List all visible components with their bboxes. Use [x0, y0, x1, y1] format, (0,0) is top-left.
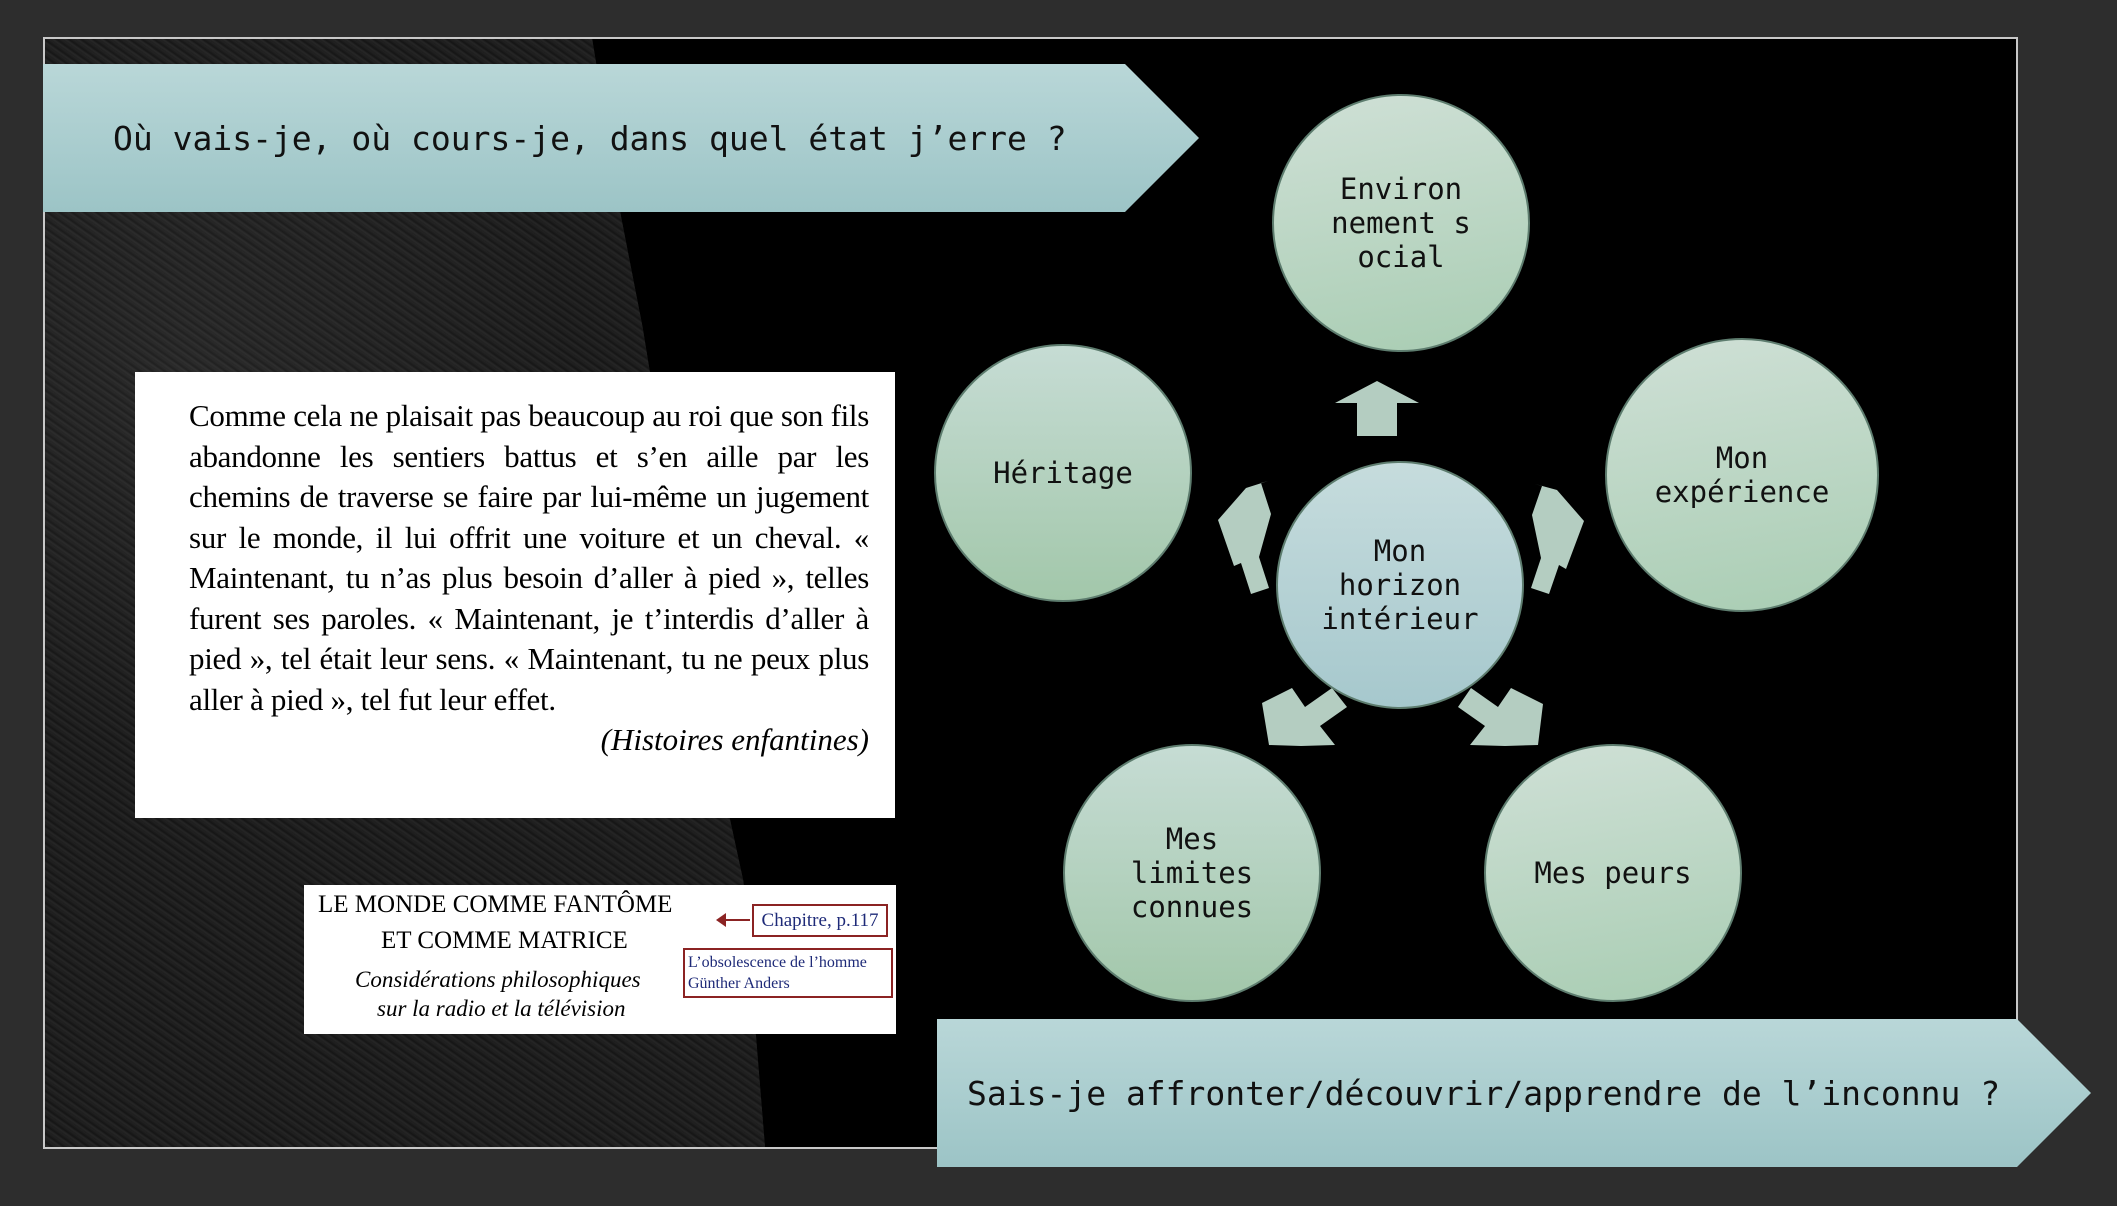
node-fears-label: Mes peurs [1534, 856, 1692, 890]
arrow-right-icon [1531, 484, 1584, 594]
book-source-author: Günther Anders [688, 975, 790, 992]
question-top-text: Où vais-je, où cours-je, dans quel état … [113, 118, 1067, 158]
node-social-environment-label: Environ nement social [1331, 172, 1471, 274]
node-inner-horizon-label: Mon horizon intérieur [1321, 534, 1479, 636]
question-banner-bottom: Sais-je affronter/découvrir/apprendre de… [937, 1019, 2091, 1167]
book-source-title: L’obsolescence de l’homme [688, 954, 867, 971]
arrow-up-icon [1335, 381, 1419, 436]
quote-box: Comme cela ne plaisait pas beaucoup au r… [135, 372, 895, 818]
book-title-line-2: ET COMME MATRICE [381, 927, 628, 954]
chapter-arrow-icon [716, 913, 750, 927]
node-experience: Mon expérience [1605, 338, 1879, 612]
quote-source: (Histoires enfantines) [600, 722, 869, 757]
node-known-limits: Mes limites connues [1063, 744, 1321, 1002]
book-subtitle-line-1: Considérations philosophiques [355, 967, 641, 992]
book-source: L’obsolescence de l’homme Günther Anders [683, 948, 893, 998]
slide: Où vais-je, où cours-je, dans quel état … [43, 37, 2091, 1167]
quote-text: Comme cela ne plaisait pas beaucoup au r… [189, 398, 869, 717]
node-social-environment: Environ nement social [1272, 94, 1530, 352]
node-experience-label: Mon expérience [1654, 441, 1830, 509]
node-inner-horizon: Mon horizon intérieur [1276, 461, 1524, 709]
chapter-label: Chapitre, p.117 [752, 904, 888, 937]
question-banner-top: Où vais-je, où cours-je, dans quel état … [43, 64, 1199, 212]
book-subtitle-line-2: sur la radio et la télévision [377, 996, 626, 1021]
node-fears: Mes peurs [1484, 744, 1742, 1002]
node-heritage-label: Héritage [993, 456, 1133, 490]
book-reference: LE MONDE COMME FANTÔME ET COMME MATRICE … [304, 885, 896, 1034]
arrow-bottom-right-icon [1458, 688, 1543, 746]
arrow-bottom-left-icon [1262, 688, 1347, 746]
node-known-limits-label: Mes limites connues [1130, 822, 1254, 924]
question-bottom-text: Sais-je affronter/découvrir/apprendre de… [967, 1073, 2001, 1113]
book-title-line-1: LE MONDE COMME FANTÔME [318, 891, 673, 918]
node-heritage: Héritage [934, 344, 1192, 602]
arrow-left-icon [1218, 481, 1271, 594]
